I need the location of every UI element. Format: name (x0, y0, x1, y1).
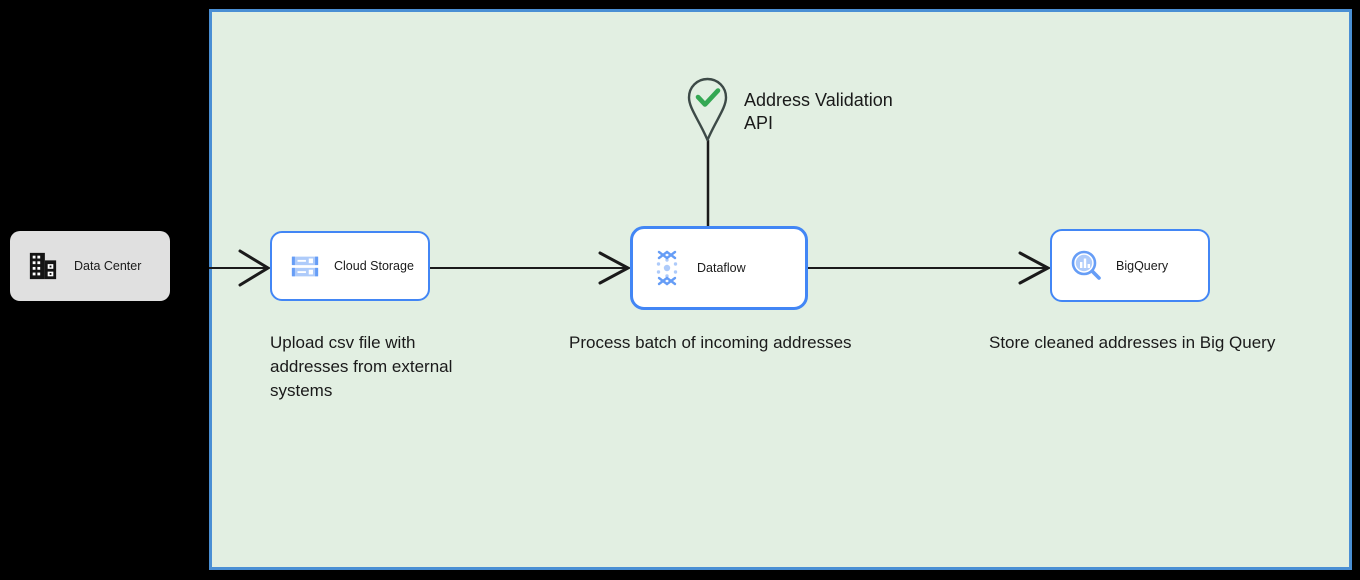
node-label-cloud-storage: Cloud Storage (334, 259, 414, 273)
data-center-building-icon (29, 252, 57, 280)
caption-upload-line2: from external systems (270, 357, 453, 400)
node-dataflow[interactable]: Dataflow (630, 226, 808, 310)
caption-process: Process batch of incoming addresses (569, 333, 852, 352)
node-label-dataflow: Dataflow (697, 261, 746, 275)
map-pin-check-icon (687, 77, 728, 142)
node-address-validation-api[interactable]: Address Validation API (685, 76, 924, 144)
node-label-bigquery: BigQuery (1116, 258, 1169, 273)
caption-upload-line1: Upload csv file with addresses (270, 333, 416, 376)
node-data-center[interactable]: Data Center (10, 231, 170, 301)
cloud-storage-icon (291, 256, 319, 277)
dataflow-icon (656, 250, 678, 286)
bigquery-icon (1071, 250, 1101, 280)
caption-store: Store cleaned addresses in Big Query (989, 333, 1276, 352)
node-cloud-storage[interactable]: Cloud Storage (270, 231, 430, 301)
node-label-data-center: Data Center (74, 259, 142, 273)
node-label-address-validation-api: Address Validation API (744, 90, 893, 133)
node-bigquery[interactable]: BigQuery (1050, 229, 1210, 302)
caption-upload: Upload csv file with addresses from exte… (270, 331, 470, 403)
